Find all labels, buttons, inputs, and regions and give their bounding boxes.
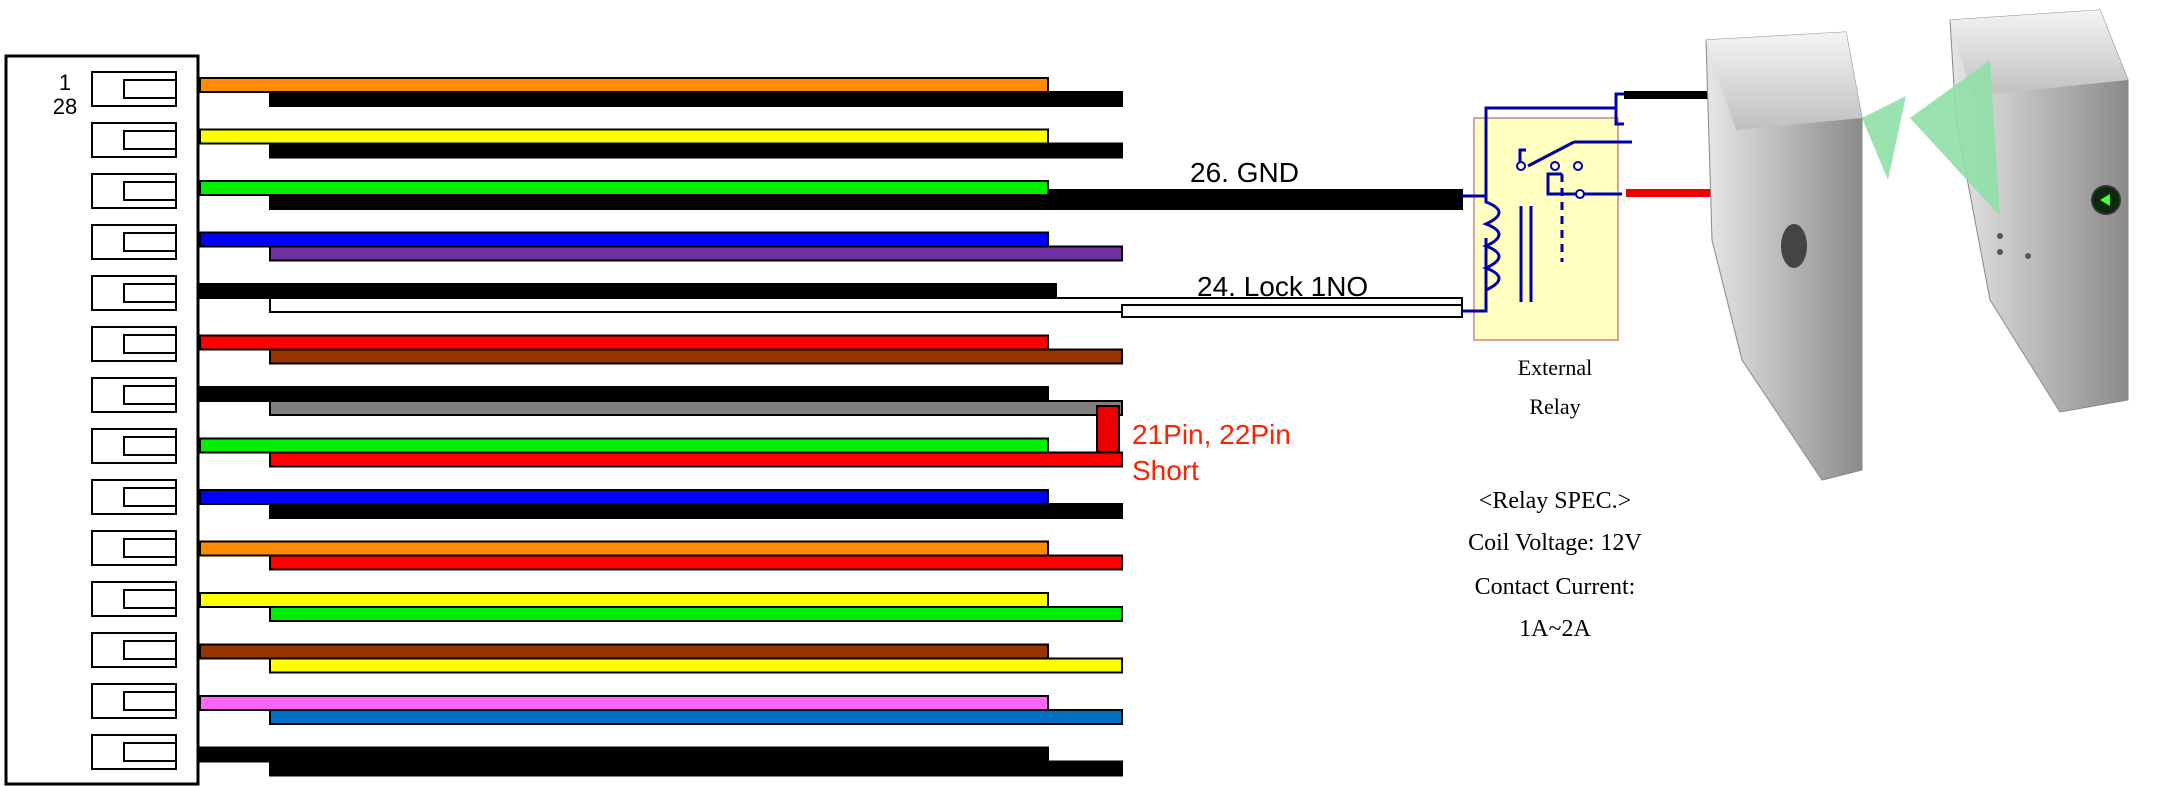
spec-current-range: 1A~2A [1519,616,1591,642]
left-flap [1862,96,1906,180]
relay-common-wire [1462,92,1624,198]
wire-top [199,386,1049,402]
spec-contact-current: Contact Current: [1475,574,1636,600]
relay-switch-arm [1527,140,1575,168]
short-label-line1: 21Pin, 22Pin [1132,419,1291,450]
gnd-wire-extension [1047,189,1463,203]
relay-label-line1: External [1518,355,1593,380]
wire-top [199,334,1049,351]
gnd-label: 26. GND [1190,157,1299,188]
connector-slot-inner [123,79,177,99]
relay-contact-nc [1550,161,1560,171]
connector-slot-inner [123,130,177,150]
wire-top [199,180,1049,196]
short-label-line2: Short [1132,455,1199,486]
connector-slot-inner [123,742,177,762]
wire-bottom [269,400,1123,416]
connector-slot-inner [123,436,177,456]
wire-top [199,128,1049,145]
lock-label: 24. Lock 1NO [1197,271,1368,302]
wire-bottom [269,554,1123,571]
wire-top [199,746,1049,763]
wire-top [199,77,1049,93]
turnstile-right-unit [1910,9,2129,413]
short-jumper: 21Pin, 22Pin Short [1096,405,1291,486]
turnstile-wires [1624,91,1716,197]
wire-bottom [269,760,1123,777]
relay-label-line2: Relay [1529,394,1580,419]
short-jumper-block [1096,405,1120,453]
wire-bottom [269,245,1123,262]
red-output-wire [1626,189,1716,197]
wire-top [199,283,1057,299]
relay-contact-common [1516,161,1526,171]
wire-top [199,231,1049,248]
connector-slot-inner [123,487,177,507]
connector-slot-inner [123,385,177,405]
connector-slot-inner [123,232,177,252]
connector-slot-inner [123,283,177,303]
pin-bottom-label: 28 [53,94,77,119]
lock-wire-extension [1121,304,1463,318]
wire-bottom [269,142,1123,159]
external-relay: External Relay [1462,92,1632,419]
connector-slot-inner [123,691,177,711]
wire-top [199,695,1049,711]
wire-bottom [269,709,1123,725]
right-flap [1910,60,2000,216]
relay-nc-wire [1614,108,1624,126]
wire-top [199,437,1049,454]
wire-bottom [269,91,1123,107]
wire-bottom [269,606,1123,622]
pin-top-label: 1 [59,70,71,95]
black-output-wire [1624,91,1714,99]
connector: 1 28 [4,54,200,786]
connector-slot-inner [123,640,177,660]
connector-body [4,54,200,786]
wire-bottom [269,657,1123,674]
relay-contact-no [1575,189,1585,199]
wire-bottom [269,503,1123,519]
wire-top [199,489,1049,505]
connector-slot-inner [123,334,177,354]
wire-bottom [269,348,1123,365]
wire-bottom [269,451,1123,468]
turnstile-illustration [1705,9,2129,481]
connector-slot-inner [123,589,177,609]
relay-spec: <Relay SPEC.> Coil Voltage: 12V Contact … [1468,488,1642,642]
spec-title: <Relay SPEC.> [1479,488,1631,514]
wire-top [199,592,1049,608]
connector-slots [91,71,177,770]
wire-harness [199,77,1463,777]
relay-contact-extra [1573,161,1583,171]
wire-top [199,540,1049,557]
turnstile-left-unit [1705,31,1906,481]
wire-top [199,643,1049,660]
connector-slot-inner [123,538,177,558]
relay-arm-feed [1518,148,1526,164]
connector-slot-inner [123,181,177,201]
relay-coil [1482,196,1501,311]
relay-internal-wiring [1462,92,1632,313]
relay-wires: 26. GND 24. Lock 1NO [1047,157,1463,318]
spec-coil-voltage: Coil Voltage: 12V [1468,530,1642,556]
left-sensor-icon [1781,224,1807,268]
